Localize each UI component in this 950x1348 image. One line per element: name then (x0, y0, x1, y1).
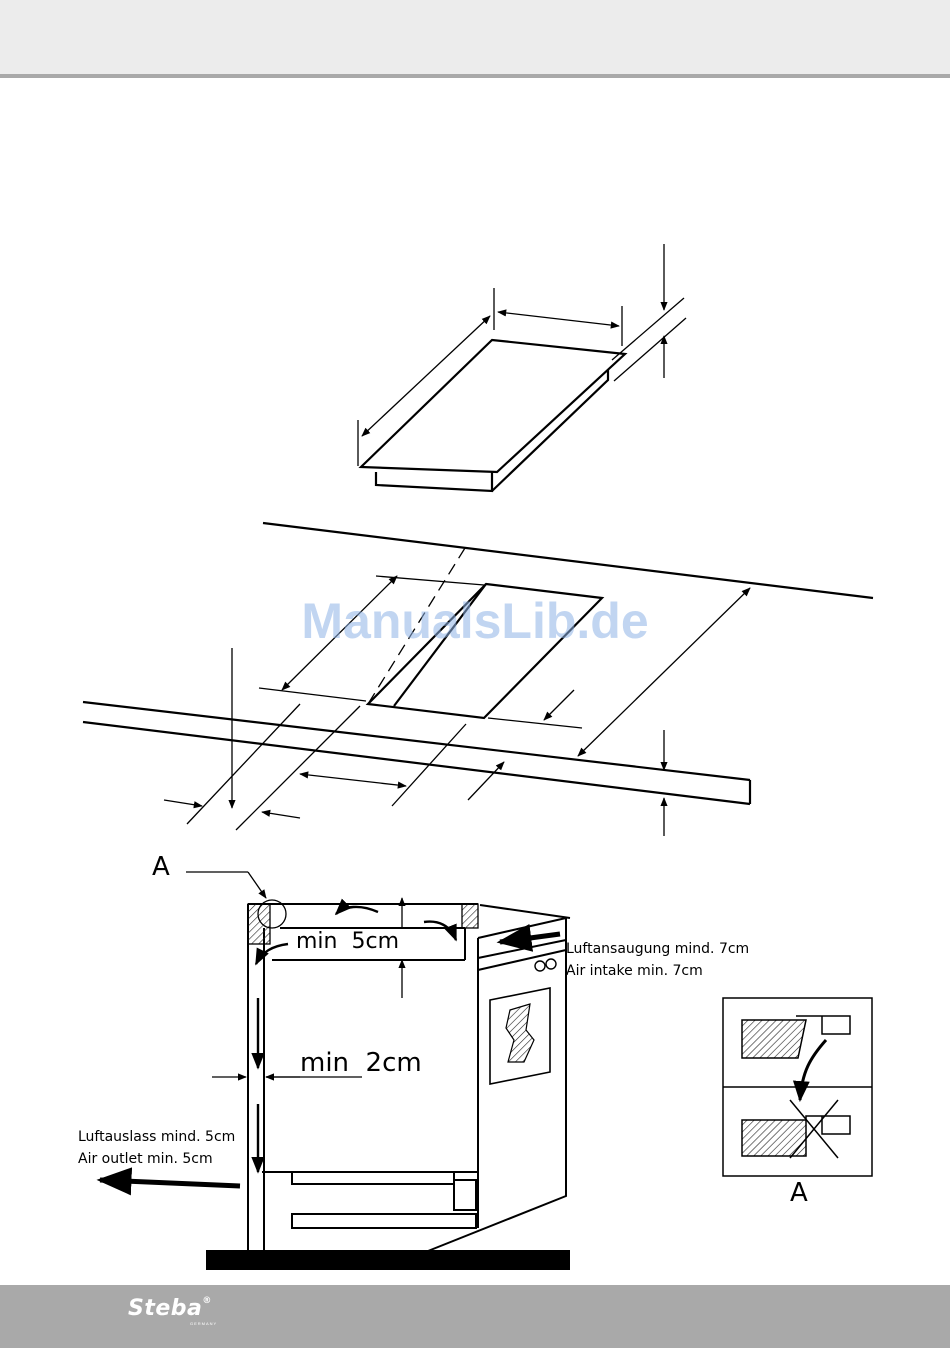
watermark: ManualsLib.de (0, 592, 950, 650)
air-intake-label-de: Luftansaugung mind. 7cm (566, 938, 749, 960)
worktop-drawing (83, 523, 873, 804)
side-clearance-label: min 2cm (300, 1048, 422, 1078)
hob-drawing (361, 340, 625, 491)
air-outlet-label-en: Air outlet min. 5cm (78, 1148, 213, 1170)
detail-a-marker: A (152, 852, 170, 882)
top-clearance-label: min 5cm (296, 929, 399, 954)
cabinet-drawing (207, 904, 570, 1269)
air-outlet-label-de: Luftauslass mind. 5cm (78, 1126, 235, 1148)
air-intake-label-en: Air intake min. 7cm (566, 960, 703, 982)
detail-a-inset (723, 998, 872, 1176)
brand-logo-sub: GERMANY (190, 1321, 217, 1326)
detail-a-caption: A (790, 1178, 808, 1208)
clearance-dimensions (186, 872, 402, 1077)
hob-dimensions (358, 244, 686, 466)
brand-logo: Steba® (128, 1296, 212, 1321)
